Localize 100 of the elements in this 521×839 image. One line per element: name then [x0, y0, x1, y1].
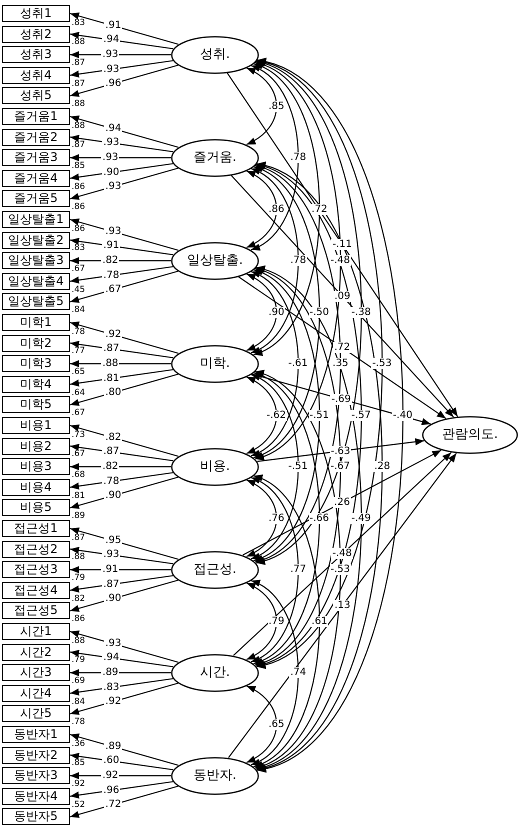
- variable-box: 성취2: [2, 26, 70, 43]
- value-label: .88: [72, 38, 86, 48]
- edge-label: -.69: [330, 394, 352, 405]
- factor-ellipse: 관람의도.: [422, 416, 518, 454]
- double-headed-arrow: [250, 65, 299, 250]
- double-headed-arrow: [256, 60, 362, 564]
- edge-label: -.57: [350, 410, 372, 421]
- arrow: [70, 134, 174, 152]
- edge-label: .65: [268, 718, 286, 730]
- variable-box: 접근성3: [2, 561, 70, 578]
- value-label: .83: [72, 244, 86, 254]
- edge-label: -.50: [308, 306, 330, 318]
- arrow: [70, 168, 178, 200]
- edge-label: .94: [102, 34, 120, 46]
- value-label: .87: [72, 59, 86, 68]
- arrow: [70, 270, 178, 303]
- variable-box: 성취3: [2, 46, 70, 64]
- factor-ellipse: 시간.: [171, 654, 259, 692]
- variable-box: 일상탈출5: [2, 293, 70, 310]
- value-label: .87: [72, 141, 86, 150]
- variable-box: 즐거움2: [2, 128, 70, 146]
- variable-box: 미학3: [2, 355, 70, 372]
- double-headed-arrow: [250, 580, 299, 766]
- value-label: .85: [72, 759, 86, 768]
- value-label: .87: [72, 80, 86, 89]
- edge-label: .96: [102, 784, 120, 796]
- value-label: .86: [72, 225, 86, 234]
- arrow: [70, 575, 174, 593]
- arrow: [70, 463, 171, 470]
- edge-label: .83: [102, 682, 120, 693]
- edge-label: .74: [289, 667, 308, 678]
- value-label: .86: [72, 182, 86, 192]
- double-headed-arrow: [254, 268, 341, 666]
- edge-label: .93: [102, 64, 120, 75]
- arrow: [70, 630, 178, 663]
- edge-label: .90: [102, 166, 120, 178]
- variable-box: 비용2: [2, 438, 70, 455]
- edge-label: .91: [101, 564, 120, 576]
- arrow: [70, 64, 178, 97]
- arrow: [70, 444, 174, 462]
- arrow: [70, 163, 174, 181]
- double-headed-arrow: [253, 166, 320, 458]
- edge-label: -.49: [350, 512, 372, 524]
- variable-box: 성취5: [2, 87, 70, 104]
- double-headed-arrow: [256, 60, 383, 668]
- edge-label: .72: [104, 799, 122, 810]
- variable-box: 동반자3: [2, 767, 70, 784]
- edge-label: .90: [104, 490, 122, 502]
- value-label: .86: [72, 203, 86, 212]
- value-label: .67: [72, 409, 86, 418]
- value-label: .78: [72, 718, 86, 728]
- factor-ellipse: 동반자.: [171, 756, 259, 795]
- arrow: [70, 51, 171, 58]
- variable-box: 비용4: [2, 478, 70, 496]
- double-headed-arrow: [246, 376, 277, 454]
- edge-label: .72: [310, 204, 328, 215]
- edge-label: -.53: [371, 358, 393, 370]
- edge-label: .85: [268, 100, 286, 112]
- edge-label: .79: [268, 616, 286, 627]
- variable-box: 일상탈출3: [2, 252, 70, 270]
- arrow: [226, 72, 458, 417]
- edge-label: -.40: [392, 410, 414, 421]
- arrow: [70, 682, 178, 715]
- edge-label: .92: [104, 329, 122, 340]
- double-headed-arrow: [246, 273, 277, 351]
- arrow: [242, 450, 442, 556]
- arrow: [70, 116, 178, 148]
- edge-label: .91: [102, 240, 120, 252]
- arrow: [70, 424, 178, 457]
- edge-label: .88: [101, 358, 120, 370]
- double-headed-arrow: [254, 62, 341, 460]
- arrow: [70, 322, 178, 354]
- factor-ellipse: 접근성.: [171, 550, 259, 589]
- double-headed-arrow: [254, 165, 341, 562]
- variable-box: 시간4: [2, 684, 70, 702]
- variable-box: 즐거움4: [2, 170, 70, 187]
- edge-label: .87: [102, 446, 120, 458]
- edge-label: .87: [102, 578, 120, 590]
- variable-box: 동반자5: [2, 808, 70, 826]
- edge-label: .09: [333, 290, 352, 302]
- variable-box: 미학4: [2, 376, 70, 393]
- variable-box: 미학2: [2, 334, 70, 352]
- value-label: .73: [72, 431, 86, 440]
- arrow: [70, 752, 174, 770]
- arrow: [70, 32, 174, 50]
- value-label: .82: [72, 594, 86, 604]
- value-label: .88: [72, 122, 86, 132]
- value-label: .84: [72, 306, 86, 316]
- arrow: [70, 369, 174, 387]
- arrow: [70, 60, 174, 78]
- arrow: [70, 374, 178, 406]
- arrow: [70, 580, 178, 612]
- value-label: .68: [72, 471, 86, 480]
- arrow: [70, 528, 178, 560]
- value-label: .79: [72, 574, 86, 583]
- edge-label: .81: [102, 372, 120, 384]
- value-label: .85: [72, 162, 86, 171]
- value-label: .86: [72, 615, 86, 624]
- double-headed-arrow: [256, 164, 362, 666]
- edge-label: .72: [333, 342, 352, 354]
